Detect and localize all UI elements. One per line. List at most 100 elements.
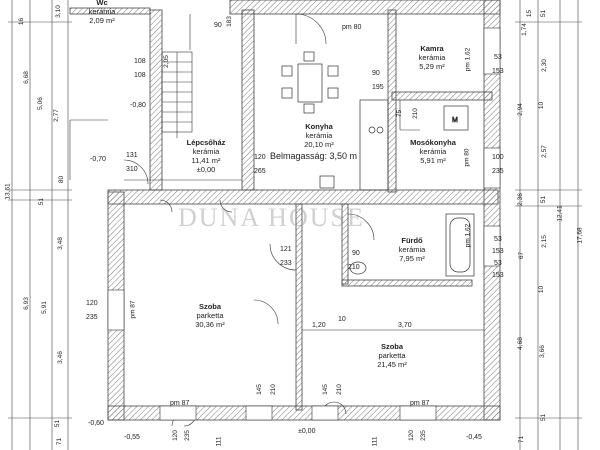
dim-label: 10 <box>338 316 346 323</box>
dim-label: 1,20 <box>312 322 326 329</box>
room-wc-name: Wc <box>96 0 108 7</box>
dim-label: 153 <box>492 272 504 279</box>
room-stair-name: Lépcsőház <box>186 138 226 147</box>
dim-label: pm 87 <box>410 400 430 407</box>
room-szoba-1-name: Szoba <box>198 302 222 311</box>
staircase <box>161 51 193 138</box>
dim-label: 17,68 <box>576 227 584 244</box>
dim-label: 145 <box>321 384 329 395</box>
dimension-lines-right <box>515 0 582 450</box>
dim-label: 51 <box>540 195 548 204</box>
dim-label: 210 <box>411 108 419 119</box>
dim-label: 210 <box>335 384 343 395</box>
dim-label: 51 <box>540 9 548 18</box>
dim-label: 2,94 <box>516 103 524 116</box>
dim-label: 121 <box>280 246 292 253</box>
dim-label: 265 <box>254 168 266 175</box>
dim-label: 80 <box>58 175 66 184</box>
dim-label: 235 <box>492 168 504 175</box>
dim-label: 2,77 <box>52 109 60 122</box>
room-stair-area: 11,41 m² <box>191 156 221 165</box>
misc-lines <box>69 14 484 331</box>
dim-label: 195 <box>372 84 384 91</box>
dim-label: 16 <box>18 17 26 26</box>
dim-label: -0,45 <box>466 434 482 441</box>
dimension-lines-left <box>8 0 72 450</box>
dim-label: 67 <box>518 251 526 260</box>
dim-label: 120 <box>86 300 98 307</box>
dim-label: 12,41 <box>556 205 564 222</box>
dim-label: 210 <box>269 384 277 395</box>
dim-label: -0,55 <box>124 434 140 441</box>
room-wc: Wc kerámia 2,09 m² <box>80 0 124 25</box>
dim-label: 10 <box>538 285 546 294</box>
dim-label: 120 <box>171 430 179 441</box>
room-szoba-2-material: parketta <box>378 351 406 360</box>
dim-label: 71 <box>56 437 64 446</box>
dim-label: pm 87 <box>129 300 137 319</box>
dim-label: 90 <box>352 250 360 257</box>
dim-label: 3,46 <box>56 351 64 364</box>
dim-label: 3,70 <box>398 322 412 329</box>
room-bath-material: kerámia <box>398 245 426 254</box>
room-laundry-area: 5,91 m² <box>420 156 446 165</box>
dim-label: 183 <box>225 16 233 27</box>
room-laundry-material: kerámia <box>419 147 447 156</box>
svg-text:M: M <box>452 117 458 124</box>
dim-label: 6,93 <box>22 297 30 310</box>
ceiling-height: Belmagasság: 3,50 m <box>270 151 358 161</box>
windows <box>107 27 501 421</box>
dim-label: 53 <box>494 236 502 243</box>
dim-label: 100 <box>492 154 504 161</box>
dim-label: 75 <box>396 109 404 118</box>
room-bath-name: Fürdő <box>401 236 423 245</box>
room-pantry: Kamra kerámia 5,29 m² <box>404 44 460 71</box>
room-pantry-name: Kamra <box>420 44 444 53</box>
dim-label: ±0,00 <box>298 428 316 435</box>
dim-label: 51 <box>540 413 548 422</box>
room-bath-area: 7,95 m² <box>399 254 425 263</box>
dim-label: -0,80 <box>130 102 146 109</box>
room-pantry-area: 5,29 m² <box>419 62 445 71</box>
dining-table <box>281 51 339 114</box>
washing-machine: M <box>443 105 469 131</box>
dim-label: 5,91 <box>40 301 48 314</box>
dim-label: 3,10 <box>54 5 62 18</box>
room-bath: Fürdő kerámia 7,95 m² <box>384 236 440 263</box>
dim-label: -0,70 <box>90 156 106 163</box>
room-wc-material: kerámia <box>88 7 116 16</box>
room-stair: Lépcsőház kerámia 11,41 m² ±0,00 <box>176 138 236 174</box>
dim-label: 108 <box>134 58 146 65</box>
watermark: DUNA HOUSE <box>178 203 365 232</box>
dim-label: 51 <box>54 419 62 428</box>
dim-label: 5,06 <box>36 97 44 110</box>
dim-label: 90 <box>214 22 222 29</box>
bath-fixtures <box>349 213 475 277</box>
room-kitchen-area: 20,10 m² <box>304 140 334 149</box>
dim-label: 111 <box>215 436 223 447</box>
room-laundry-name: Mosókonyha <box>410 138 456 147</box>
dim-label: pm 1,62 <box>464 223 472 248</box>
dim-label: 120 <box>254 154 266 161</box>
room-szoba-1: Szoba parketta 30,36 m² <box>180 302 240 329</box>
dim-label: 153 <box>492 248 504 255</box>
dim-label: 153 <box>492 68 504 75</box>
dim-label: 3,48 <box>56 237 64 250</box>
room-stair-material: kerámia <box>192 147 220 156</box>
dim-label: 6,68 <box>22 71 30 84</box>
dim-label: 145 <box>255 384 263 395</box>
dim-label: 13,61 <box>4 183 12 200</box>
room-kitchen-material: kerámia <box>305 131 333 140</box>
dim-label: 90 <box>372 70 380 77</box>
dim-label: 1,74 <box>520 23 528 36</box>
dim-label: 2,36 <box>516 193 524 206</box>
dim-label: 120 <box>407 430 415 441</box>
dim-label: pm 87 <box>170 400 190 407</box>
dim-label: 235 <box>183 430 191 441</box>
room-szoba-2-name: Szoba <box>380 342 404 351</box>
dim-label: 71 <box>518 435 526 444</box>
dim-label: 53 <box>494 54 502 61</box>
walls <box>69 0 501 421</box>
dim-label: 51 <box>38 197 46 206</box>
dim-label: pm 80 <box>463 148 471 167</box>
